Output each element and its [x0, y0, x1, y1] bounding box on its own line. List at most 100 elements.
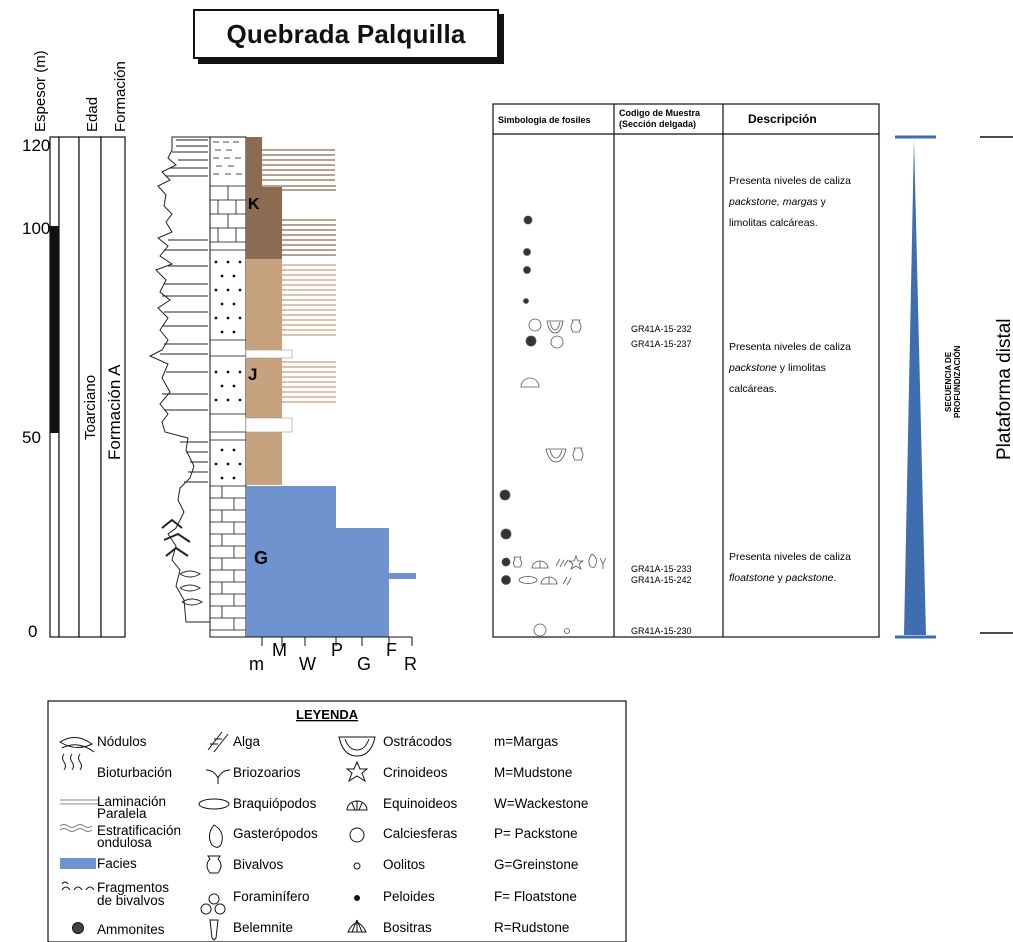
legend-col3-symbols — [338, 736, 376, 933]
brachiopod-icon — [198, 798, 230, 810]
shell-fragments-icon — [562, 576, 572, 586]
legend-abbrev: R=Rudstone — [494, 920, 569, 935]
description-3-line-2: floatstone y packstone. — [729, 572, 836, 584]
tick-0: 0 — [28, 622, 37, 641]
description-3-tail: . — [834, 572, 837, 584]
header-thickness: Espesor (m) — [32, 50, 49, 132]
description-1-line-2: packstone, margas y — [728, 196, 827, 208]
grain-P: P — [331, 640, 343, 660]
legend-label: Bioturbación — [97, 765, 172, 780]
legend-label: Foraminífero — [233, 889, 310, 904]
legend-col3-labels: Ostrácodos Crinoideos Equinoideos Calcie… — [383, 734, 458, 935]
facies-white-2 — [245, 417, 293, 433]
data-table — [492, 103, 880, 638]
scale-bar-black-segment — [50, 226, 59, 433]
shell-fragments-icon — [555, 558, 569, 568]
dotted-pattern — [214, 260, 242, 480]
ammonite-icon — [523, 266, 531, 274]
foraminifera-icon — [200, 893, 226, 915]
legend-label: Briozoarios — [233, 765, 301, 780]
header-description: Descripción — [748, 112, 817, 126]
sample-code: GR41A-15-242 — [631, 575, 692, 585]
age-label: Toarciano — [82, 375, 99, 440]
header-sample-code-2: (Sección delgada) — [619, 119, 696, 129]
sample-code: GR41A-15-237 — [631, 339, 692, 349]
header-sample-code-1: Codigo de Muestra — [619, 108, 701, 118]
legend-label: Fragmentos — [97, 880, 169, 895]
facies-j-block — [246, 259, 282, 485]
legend-label: Belemnite — [233, 920, 293, 935]
legend-abbrev: P= Packstone — [494, 826, 578, 841]
legend-col4-labels: m=Margas M=Mudstone W=Wackestone P= Pack… — [494, 734, 588, 935]
legend-label: Alga — [233, 734, 261, 749]
shell-fragments-icon — [61, 881, 95, 891]
description-1-italic: packstone, margas — [728, 196, 818, 208]
crinoid-icon — [567, 554, 585, 570]
sample-code: GR41A-15-232 — [631, 324, 692, 334]
ammonite-icon — [523, 215, 533, 225]
facies-white-1 — [245, 349, 293, 359]
age-column — [58, 136, 80, 638]
environment-label: Plataforma distal — [994, 318, 1013, 460]
ammonite-icon — [72, 922, 84, 934]
legend-col2-symbols — [198, 731, 231, 941]
description-2-tail: y limolitas — [777, 362, 826, 374]
calcisphere-icon — [533, 623, 547, 637]
nodules-icon — [59, 737, 95, 753]
legend-abbrev: F= Floatstone — [494, 889, 577, 904]
ammonite-icon — [500, 528, 512, 540]
sequence-label-2: PROFUNDIZACIÓN — [953, 345, 962, 418]
description-1-line-3: limolitas calcáreas. — [729, 217, 818, 229]
legend-label: de bivalvos — [97, 893, 165, 908]
facies-swatch — [60, 858, 96, 869]
ostracod-icon — [520, 377, 540, 388]
facies-k-lines-2 — [282, 219, 336, 256]
legend-label: Bositras — [383, 920, 432, 935]
parallel-lamination-icon — [60, 799, 98, 805]
legend-label: Braquiópodos — [233, 796, 317, 811]
bivalve-icon — [570, 319, 582, 333]
description-3-italic-2: packstone — [785, 572, 834, 584]
peloid-icon — [523, 298, 529, 304]
ammonite-icon — [525, 335, 537, 347]
grain-F: F — [386, 640, 397, 660]
legend-box — [47, 700, 627, 942]
ammonite-icon — [523, 248, 531, 256]
facies-j-lines — [282, 264, 336, 403]
legend-label: Paralela — [97, 806, 147, 821]
fossil-symbols — [499, 215, 607, 637]
figure-title: Quebrada Palquilla — [193, 9, 499, 59]
facies-k-lines — [262, 149, 336, 191]
description-1: Presenta niveles de caliza packstone, ma… — [728, 175, 851, 229]
grain-m: m — [249, 654, 264, 674]
legend-label: Laminación — [97, 794, 166, 809]
facies-letter-j: J — [248, 365, 257, 384]
grain-G: G — [357, 654, 371, 674]
ammonite-icon — [501, 557, 511, 567]
gastropod-icon — [208, 824, 223, 848]
weathering-profile — [148, 136, 210, 623]
formation-column — [100, 136, 126, 638]
header-formation: Formación — [112, 61, 129, 132]
facies-k-block — [246, 187, 282, 259]
calcisphere-icon — [528, 318, 542, 332]
ammonite-icon — [501, 575, 511, 585]
gastropod-icon — [588, 553, 597, 568]
table-grid — [493, 104, 879, 637]
description-3-line-1: Presenta niveles de caliza — [729, 551, 851, 563]
legend-abbrev: G=Greinstone — [494, 857, 578, 872]
tick-100: 100 — [22, 219, 50, 238]
legend-label: ondulosa — [97, 835, 152, 850]
legend-label: Gasterópodos — [233, 826, 318, 841]
ostracod-icon — [545, 448, 567, 463]
legend-label: Calciesferas — [383, 826, 458, 841]
deepening-triangle — [904, 139, 926, 635]
legend-label: Crinoideos — [383, 765, 448, 780]
oolite-icon — [353, 862, 361, 870]
grain-R: R — [404, 654, 417, 674]
legend-label: Estratificación — [97, 823, 181, 838]
echinoid-icon — [531, 560, 549, 569]
legend-label: Peloides — [383, 889, 435, 904]
header-age: Edad — [84, 97, 101, 132]
